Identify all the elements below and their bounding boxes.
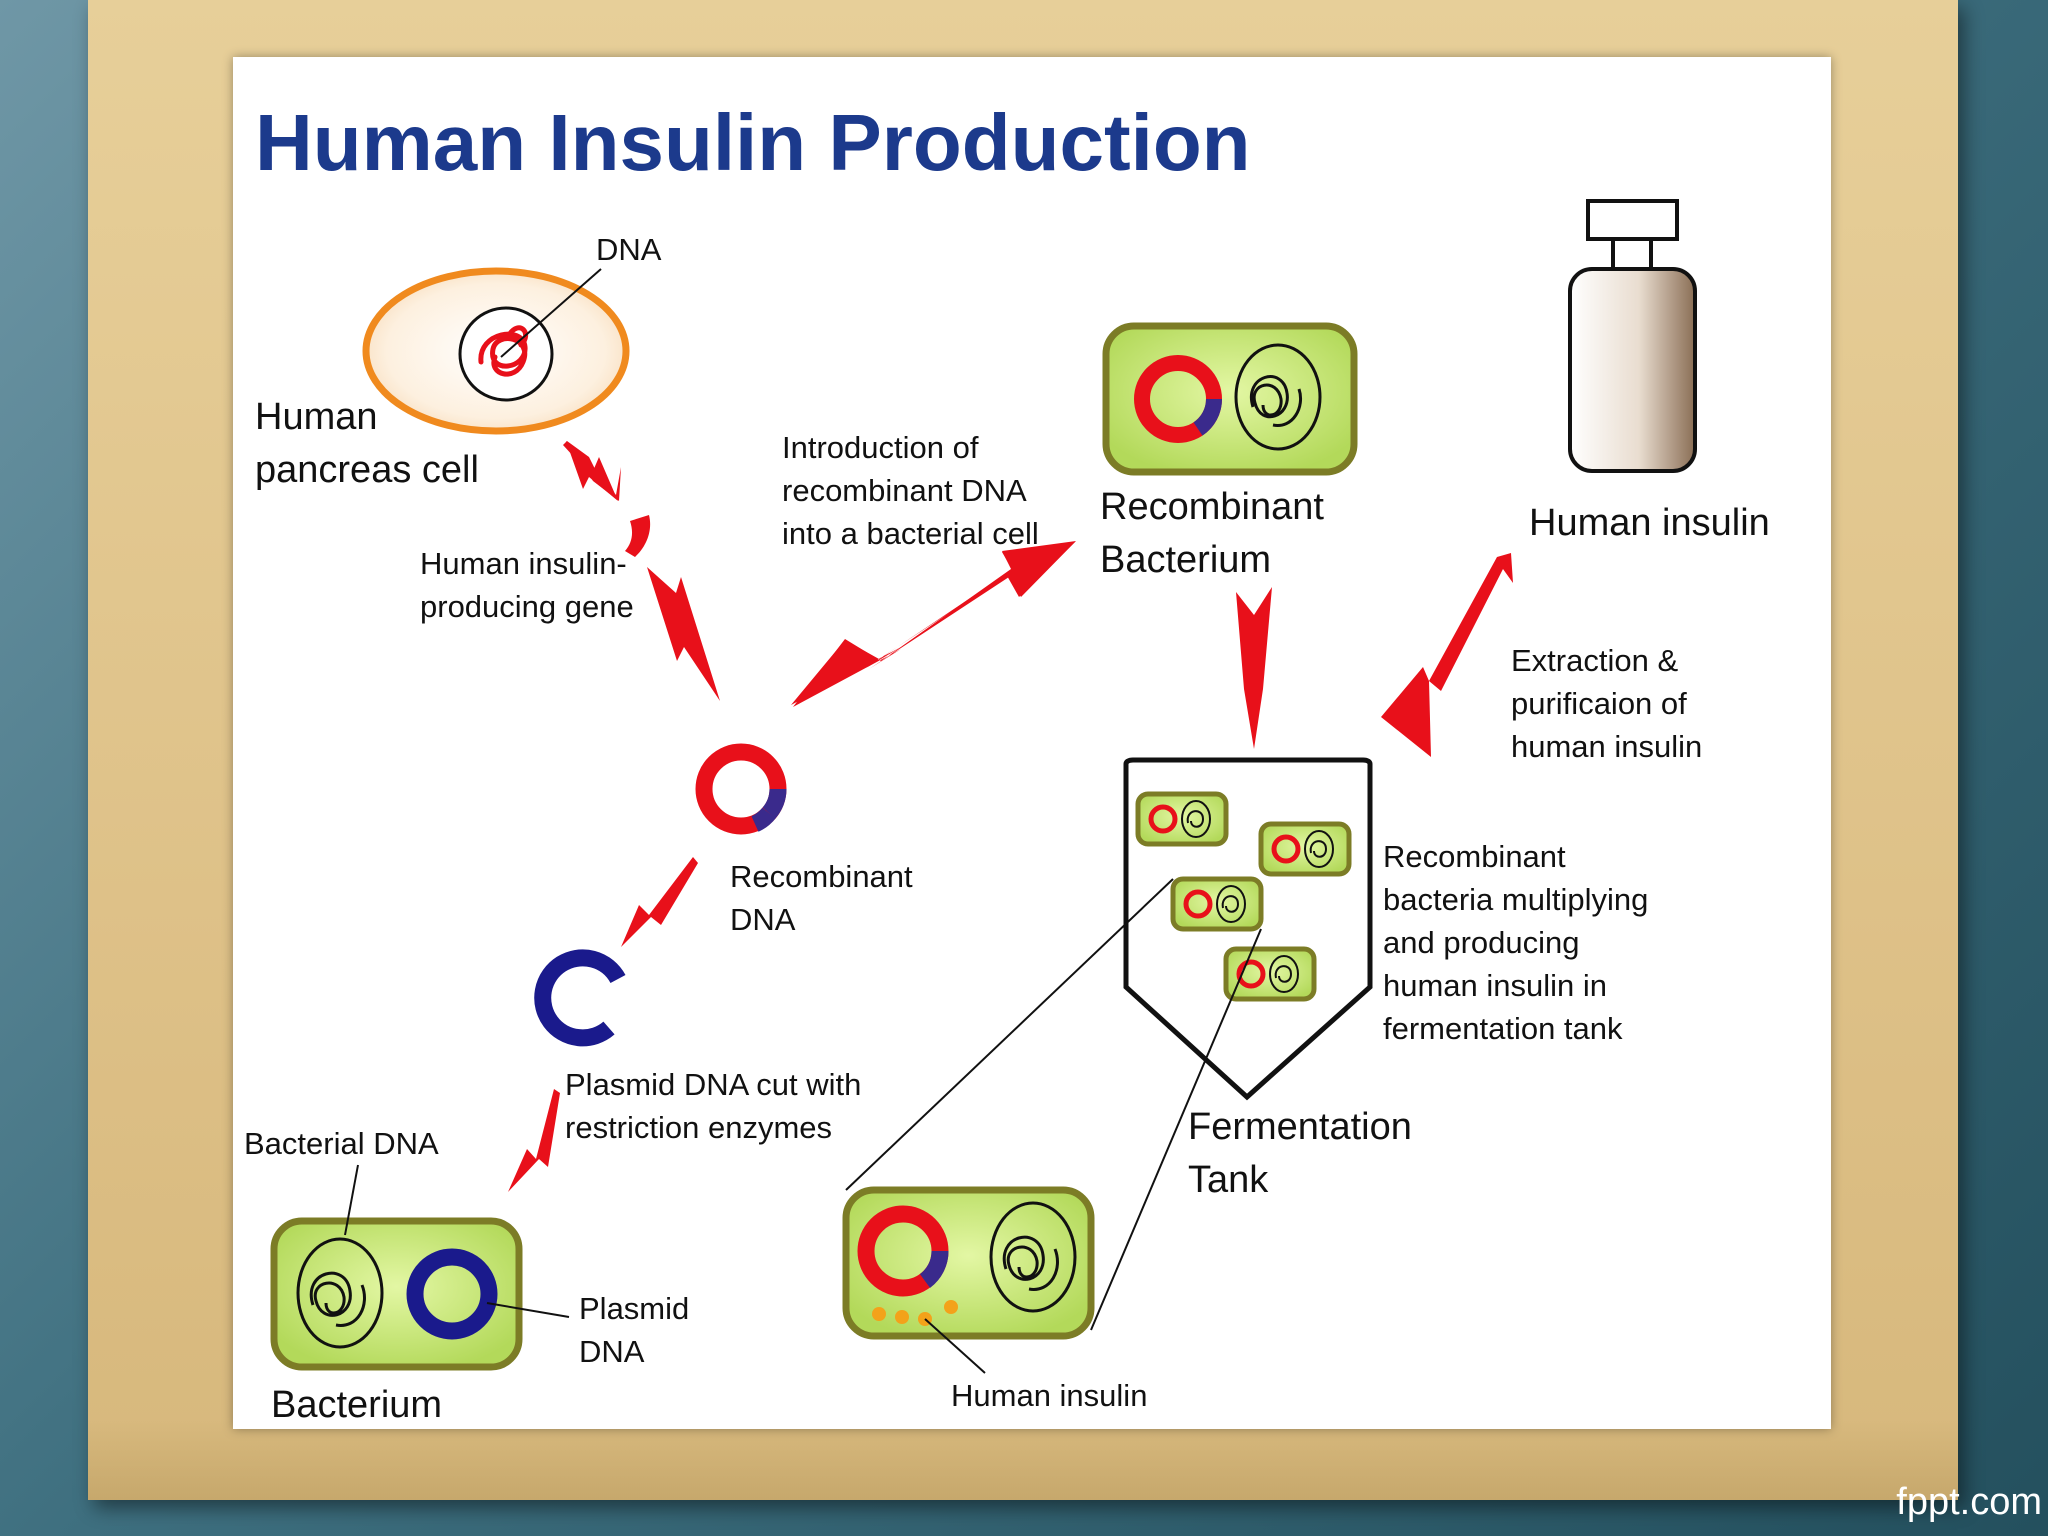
pancreas-cell [362, 267, 630, 435]
label-plasmid-1: Plasmid [579, 1291, 689, 1326]
label-recombinant-bacterium-2: Bacterium [1100, 539, 1271, 581]
insulin-production-diagram: Human Insulin Production DNA Human pancr… [244, 98, 1770, 1426]
label-human-pancreas-1: Human [255, 396, 378, 438]
bacterium [270, 1217, 523, 1371]
zoom-line-left [845, 878, 1174, 1191]
label-extract-3: human insulin [1511, 729, 1702, 764]
zoom-line-right [1090, 928, 1262, 1331]
arrow-bacterium-to-plasmid [508, 1089, 560, 1192]
insulin-dot [872, 1307, 886, 1321]
footer-brand: fppt.com [1896, 1481, 2042, 1523]
arrow-introduction-body [793, 541, 1076, 707]
label-recombinant-bacterium-1: Recombinant [1100, 486, 1324, 528]
fermentation-tank [1123, 757, 1373, 1101]
label-plasmid-cut-1: Plasmid DNA cut with [565, 1067, 861, 1102]
paper-fold [88, 1420, 1958, 1500]
label-bacterial-dna: Bacterial DNA [244, 1126, 439, 1161]
plasmid-pointer-line [486, 1302, 570, 1318]
tank-bacterium-2 [1258, 821, 1352, 877]
label-extract-2: purificaion of [1511, 686, 1687, 721]
slide: Human Insulin Production DNA Human pancr… [233, 57, 1831, 1429]
insulin-producing-bacterium [842, 1186, 1095, 1340]
arrow-bacterium-to-tank [1236, 587, 1272, 749]
label-gene-2: producing gene [420, 589, 634, 624]
label-intro-3: into a bacterial cell [782, 516, 1039, 551]
label-multiply-3: and producing [1383, 925, 1580, 960]
tank-bacterium-4 [1223, 946, 1317, 1002]
label-recombinant-dna-1: Recombinant [730, 859, 913, 894]
arrow-cell-to-gene-head [566, 441, 618, 501]
insulin-vial [1568, 199, 1697, 473]
label-multiply-5: fermentation tank [1383, 1011, 1623, 1046]
label-human-insulin-bottom: Human insulin [951, 1378, 1147, 1413]
insulin-pointer-line [924, 1318, 986, 1374]
label-extract-1: Extraction & [1511, 643, 1678, 678]
label-human-insulin-top: Human insulin [1529, 502, 1770, 544]
label-bacterium: Bacterium [271, 1384, 442, 1426]
insulin-dot [895, 1310, 909, 1324]
label-fermentation-1: Fermentation [1188, 1106, 1412, 1148]
page-title: Human Insulin Production [255, 98, 1251, 187]
insulin-gene-fragment [625, 515, 651, 557]
insulin-dot [944, 1300, 958, 1314]
label-multiply-2: bacteria multiplying [1383, 882, 1648, 917]
dna-pointer-line [500, 268, 602, 358]
label-multiply-1: Recombinant [1383, 839, 1566, 874]
label-multiply-4: human insulin in [1383, 968, 1607, 1003]
label-intro-2: recombinant DNA [782, 473, 1027, 508]
label-dna: DNA [596, 232, 662, 267]
arrow-gene-to-recombinant [647, 567, 720, 701]
label-fermentation-2: Tank [1188, 1159, 1269, 1201]
label-plasmid-2: DNA [579, 1334, 645, 1369]
arrow-plasmid-to-recombinant [621, 857, 698, 947]
label-plasmid-cut-2: restriction enzymes [565, 1110, 832, 1145]
recombinant-bacterium [1102, 322, 1358, 476]
tank-bacterium-1 [1135, 791, 1229, 847]
bacterial-dna-pointer-line [344, 1164, 359, 1236]
recombinant-dna-ring [695, 743, 787, 835]
tank-bacterium-3 [1170, 876, 1264, 932]
label-human-pancreas-2: pancreas cell [255, 449, 479, 491]
label-intro-1: Introduction of [782, 430, 979, 465]
cut-plasmid [534, 949, 626, 1047]
label-recombinant-dna-2: DNA [730, 902, 796, 937]
arrow-extraction [1381, 553, 1513, 757]
label-gene-1: Human insulin- [420, 546, 627, 581]
